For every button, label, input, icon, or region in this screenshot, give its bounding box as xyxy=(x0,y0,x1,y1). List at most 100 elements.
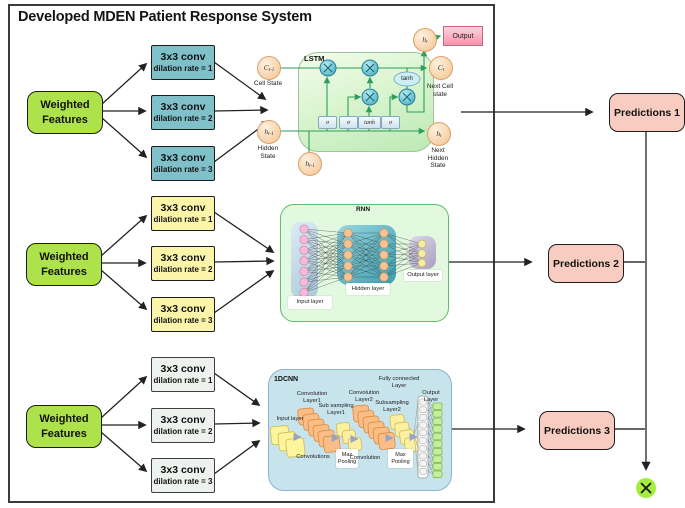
conv-title: 3x3 conv xyxy=(160,51,206,64)
next-hidden-caption: Next Hidden State xyxy=(427,147,449,170)
cnn-conv1-stack xyxy=(297,407,341,453)
fc-unit xyxy=(419,421,427,429)
rnn-connection-line xyxy=(383,243,423,278)
lstm-gates xyxy=(319,59,421,106)
conv-dilation: dilation rate = 3 xyxy=(153,164,213,174)
fc-unit xyxy=(419,398,427,406)
conv-title: 3x3 conv xyxy=(160,414,206,427)
cnn-title: 1DCNN xyxy=(274,376,299,383)
rnn-connection-line xyxy=(303,276,349,293)
feature-line1: Weighted xyxy=(40,99,90,112)
conv-title: 3x3 conv xyxy=(160,101,206,114)
conv-title: 3x3 conv xyxy=(160,464,206,477)
feature-line1: Weighted xyxy=(39,251,89,264)
fc-output-line xyxy=(428,466,434,472)
rnn-hidden-node xyxy=(343,250,353,260)
conv-dilation: dilation rate = 1 xyxy=(153,214,213,224)
rnn-connection-line xyxy=(347,254,385,278)
rnn-connection-line xyxy=(303,232,349,283)
cnn-illustration xyxy=(269,395,443,479)
rnn-connection-line xyxy=(383,262,423,278)
conv-box-r2-d1: 3x3 conv dilation rate = 1 xyxy=(151,196,215,231)
cnn-output-unit xyxy=(432,440,443,448)
rnn-hidden-node xyxy=(343,228,353,238)
fc-output-line xyxy=(428,443,434,449)
conv-box-r2-d3: 3x3 conv dilation rate = 3 xyxy=(151,297,215,332)
rnn-connection-line xyxy=(383,253,423,267)
rnn-connection-line xyxy=(303,265,349,293)
cnn-output-unit xyxy=(432,402,443,410)
conv-box-r3-d1: 3x3 conv dilation rate = 1 xyxy=(151,357,215,392)
x-mark-icon xyxy=(636,478,656,498)
cnn-output-unit xyxy=(432,425,443,433)
rnn-connection-line xyxy=(383,253,423,278)
cnn-convolution-label: Convolution xyxy=(349,455,381,461)
cnn-output-unit xyxy=(432,462,443,471)
rnn-hidden-node xyxy=(379,272,389,282)
fc-fan-line xyxy=(413,399,419,435)
rnn-connection-line xyxy=(383,232,423,254)
fc-unit xyxy=(419,437,427,444)
conv-dilation: dilation rate = 3 xyxy=(153,315,213,325)
fc-output-line xyxy=(428,421,434,426)
rnn-connection-line xyxy=(383,262,423,267)
cnn-output-unit xyxy=(432,447,443,456)
predictions-3-label: Predictions 3 xyxy=(544,424,610,437)
conv-dilation: dilation rate = 2 xyxy=(153,426,213,436)
conv-box-r2-d2: 3x3 conv dilation rate = 2 xyxy=(151,246,215,281)
rnn-input-node xyxy=(299,224,309,234)
rnn-connection-line xyxy=(303,228,349,234)
conv-box-r1-d1: 3x3 conv dilation rate = 1 xyxy=(151,45,215,80)
conv-box-r1-d2: 3x3 conv dilation rate = 2 xyxy=(151,95,215,130)
fc-output-line xyxy=(428,451,434,457)
rnn-hidden-node xyxy=(379,250,389,260)
rnn-hidden-node xyxy=(379,261,389,271)
fc-output-line xyxy=(428,459,434,464)
weighted-features-box-3: Weighted Features xyxy=(26,405,102,448)
rnn-connection-line xyxy=(303,232,349,272)
fc-unit xyxy=(419,414,427,421)
conv-title: 3x3 conv xyxy=(160,363,206,376)
rnn-input-node xyxy=(299,235,309,245)
fc-unit xyxy=(419,452,427,460)
feature-line2: Features xyxy=(41,265,87,278)
rnn-network xyxy=(299,224,427,298)
conv-dilation: dilation rate = 2 xyxy=(153,113,213,123)
rnn-input-layer-label: Input layer xyxy=(288,296,332,309)
cnn-output-unit xyxy=(432,417,443,426)
rnn-connection-line xyxy=(347,232,385,256)
fc-output-line xyxy=(428,436,434,441)
rnn-connection-line xyxy=(347,243,385,278)
rnn-connection-line xyxy=(303,232,349,293)
predictions-1-box: Predictions 1 xyxy=(609,93,685,132)
sigma-gate-box-2: σ xyxy=(339,116,358,129)
feature-line2: Features xyxy=(41,427,87,440)
rnn-output-node xyxy=(417,258,427,268)
weighted-features-box-1: Weighted Features xyxy=(27,91,103,134)
fc-unit xyxy=(419,406,427,414)
fc-unit xyxy=(419,467,427,475)
diagram-title: Developed MDEN Patient Response System xyxy=(18,9,312,25)
rnn-connection-line xyxy=(303,254,349,293)
sigma-gate-box-3: σ xyxy=(381,116,400,129)
rnn-hidden-node xyxy=(379,228,389,238)
rnn-title: RNN xyxy=(355,206,371,213)
rnn-hidden-node xyxy=(343,272,353,282)
rnn-connection-line xyxy=(383,243,423,254)
conv-title: 3x3 conv xyxy=(160,252,206,265)
sigma-gate-box-1: σ xyxy=(318,116,337,129)
predictions-1-label: Predictions 1 xyxy=(614,106,680,119)
fc-output-line xyxy=(428,455,434,460)
fc-output-line xyxy=(428,448,434,452)
